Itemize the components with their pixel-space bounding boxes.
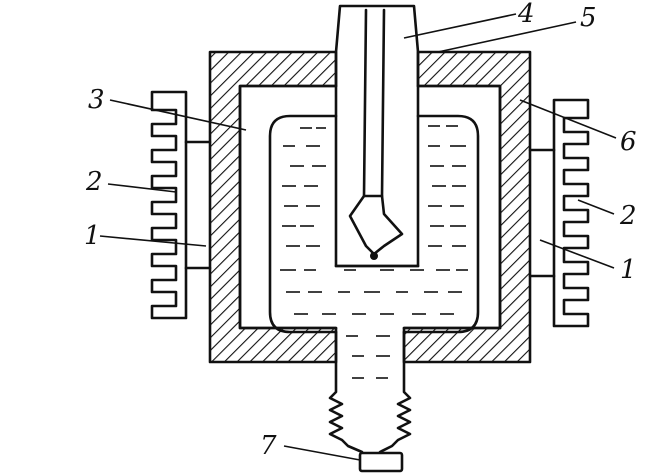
- left-heater-mounts: [184, 140, 212, 270]
- probe-sleeve: [334, 4, 420, 268]
- label-2-left: 2: [85, 167, 103, 197]
- insulation-housing: [208, 50, 532, 364]
- liquid-fill: [280, 125, 468, 379]
- label-7: 7: [260, 431, 277, 461]
- bellows-neck: [328, 330, 412, 454]
- label-1-right: 1: [620, 255, 637, 285]
- right-heater-mounts: [528, 148, 556, 278]
- leader-lines: [99, 13, 617, 461]
- label-3: 3: [88, 85, 105, 115]
- probe-tip-bead: [370, 252, 378, 260]
- label-2-right: 2: [619, 201, 637, 231]
- inner-chamber-wall: [238, 84, 502, 330]
- left-heater-fins: [150, 90, 188, 320]
- label-6: 6: [620, 127, 637, 157]
- label-1-left: 1: [84, 221, 101, 251]
- liquid-vessel: [268, 114, 480, 334]
- label-5: 5: [580, 3, 597, 33]
- right-heater-fins: [552, 98, 590, 328]
- bottom-plug: [358, 451, 404, 473]
- label-4: 4: [517, 0, 535, 29]
- probe-shaft: [348, 8, 404, 256]
